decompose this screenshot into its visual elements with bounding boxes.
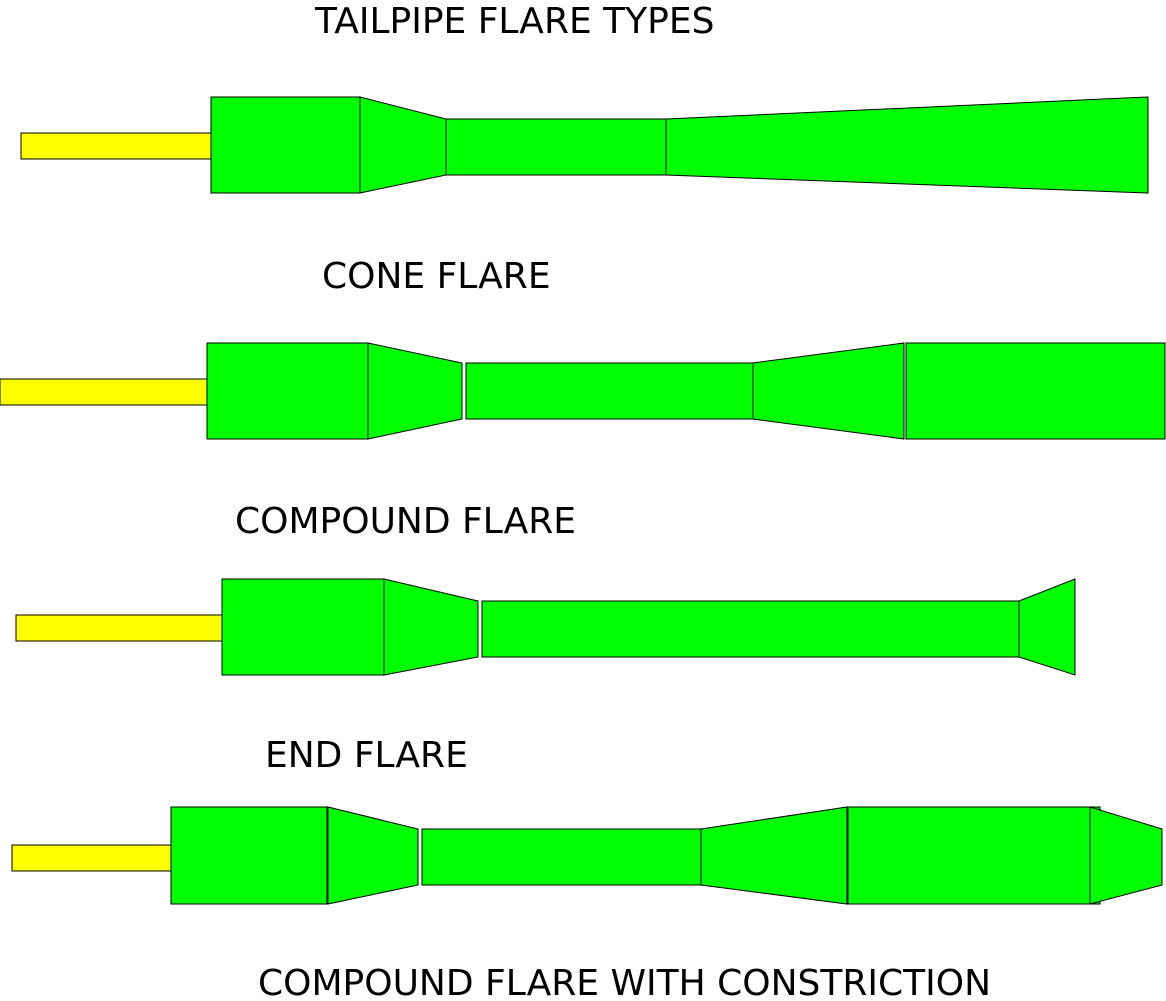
end-flare-section xyxy=(1018,578,1076,676)
straight-section xyxy=(481,600,1020,658)
end-flare-pipe xyxy=(15,578,1076,676)
inlet-tube xyxy=(20,132,213,160)
chamber-section xyxy=(210,96,361,194)
chamber-section xyxy=(206,342,369,440)
outlet-section xyxy=(847,806,1101,905)
outlet-section xyxy=(905,342,1166,440)
taper-section xyxy=(367,342,463,440)
flare-section xyxy=(752,342,905,440)
chamber-section xyxy=(221,578,385,676)
inlet-tube xyxy=(0,378,208,406)
straight-section xyxy=(445,118,667,176)
inlet-tube xyxy=(11,844,173,872)
cone-flare-pipe xyxy=(20,96,1149,194)
flare-section xyxy=(700,806,848,905)
inlet-tube xyxy=(15,614,224,642)
constriction-section xyxy=(1089,806,1163,905)
taper-section xyxy=(327,806,419,905)
compound-flare-constriction-label: COMPOUND FLARE WITH CONSTRICTION xyxy=(258,963,991,1001)
diagram-title: TAILPIPE FLARE TYPES xyxy=(314,1,714,42)
end-flare-label: END FLARE xyxy=(265,735,468,776)
chamber-section xyxy=(170,806,328,905)
compound-flare-constriction-pipe xyxy=(11,806,1163,905)
compound-flare-pipe xyxy=(0,342,1166,440)
cone-flare-section xyxy=(665,96,1149,194)
taper-section xyxy=(359,96,447,194)
straight-section xyxy=(421,828,702,886)
compound-flare-label: COMPOUND FLARE xyxy=(235,501,576,542)
taper-section xyxy=(383,578,479,676)
straight-section xyxy=(465,362,754,420)
cone-flare-label: CONE FLARE xyxy=(322,256,551,297)
